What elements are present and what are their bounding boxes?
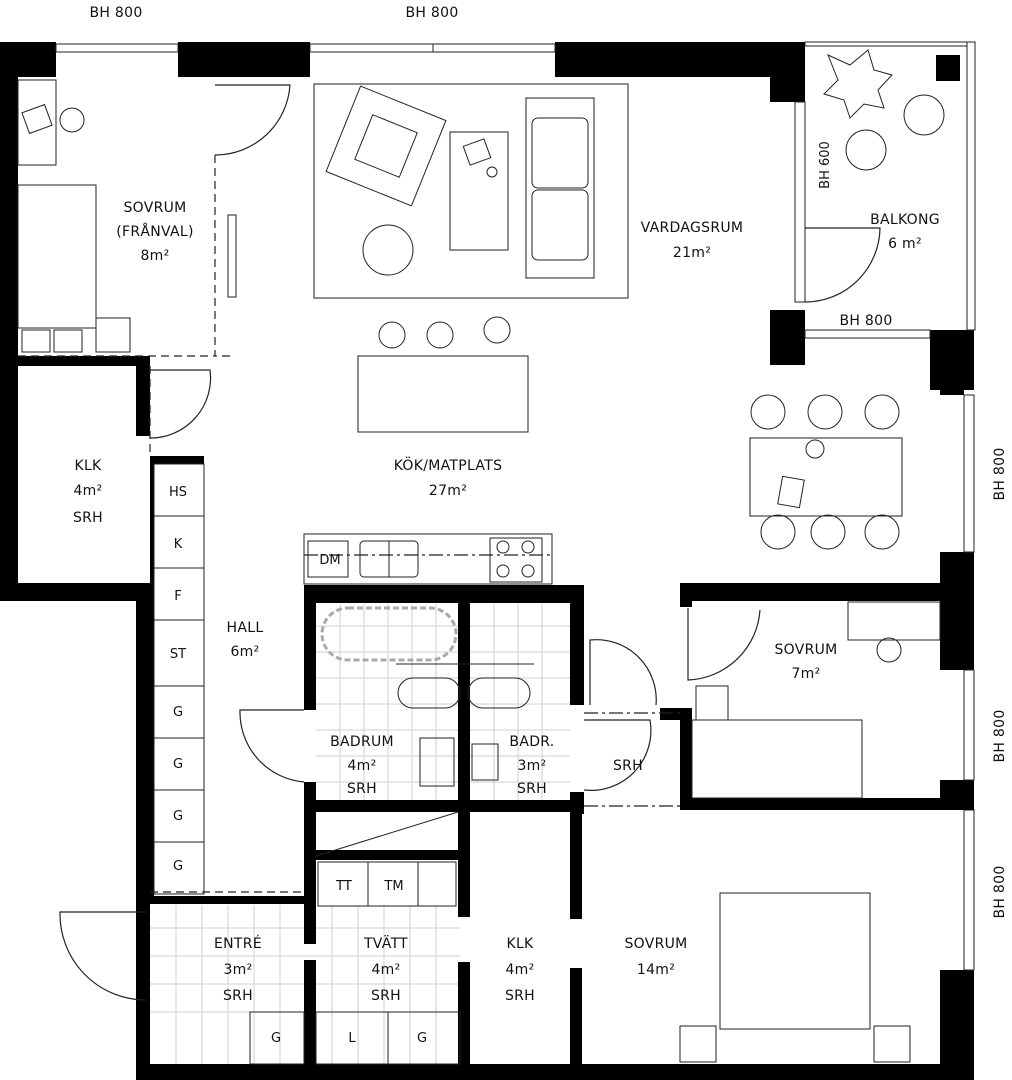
cabinet-label: K [174, 537, 183, 552]
room-kok-name: KÖK/MATPLATS [394, 456, 503, 474]
room-balkong-area: 6 m² [888, 236, 922, 252]
room-sovrum-franval-area: 8m² [140, 248, 169, 264]
room-srh-closet: SRH [613, 758, 643, 774]
room-sovrum-14-area: 14m² [637, 962, 675, 978]
room-tvatt-note: SRH [371, 988, 401, 1004]
room-tvatt-name: TVÄTT [363, 934, 408, 952]
bh-balcony: BH 800 [839, 313, 892, 329]
room-entre-area: 3m² [223, 962, 252, 978]
fixture-washer: TM [383, 879, 403, 894]
room-badr-note: SRH [517, 781, 547, 797]
room-klk-left-note: SRH [73, 510, 103, 526]
room-klk-lower-area: 4m² [505, 962, 534, 978]
room-entre-name: ENTRÉ [214, 935, 262, 952]
room-hall-area: 6m² [230, 644, 259, 660]
bh-right-1: BH 800 [992, 447, 1008, 500]
bh-right-3: BH 800 [992, 865, 1008, 918]
bottom-cabinet-label: G [417, 1031, 427, 1046]
cabinet-label: G [173, 705, 183, 720]
room-badrum-note: SRH [347, 781, 377, 797]
room-balkong-name: BALKONG [870, 212, 940, 228]
room-hall-name: HALL [227, 620, 264, 636]
furniture [17, 49, 945, 1065]
window-height-annotations: BH 800 BH 800 BH 600 BH 800 BH 800 BH 80… [89, 5, 1008, 919]
bh-balcony-vertical: BH 600 [818, 141, 833, 189]
cabinet-label: HS [169, 485, 187, 500]
cabinet-label: G [173, 859, 183, 874]
room-sovrum-14-name: SOVRUM [624, 936, 687, 952]
room-klk-left-area: 4m² [73, 483, 102, 499]
room-sovrum-franval-name: SOVRUM [123, 200, 186, 216]
room-badr-name: BADR. [509, 734, 554, 750]
room-badr-area: 3m² [517, 758, 546, 774]
bottom-cabinet-label: L [348, 1031, 356, 1046]
room-entre-note: SRH [223, 988, 253, 1004]
room-klk-left-name: KLK [74, 458, 102, 474]
cabinet-label: F [174, 589, 181, 604]
room-sovrum-7-name: SOVRUM [774, 642, 837, 658]
room-badrum-area: 4m² [347, 758, 376, 774]
fixture-dryer: TT [335, 879, 352, 894]
bh-top-mid: BH 800 [405, 5, 458, 21]
doors [18, 84, 881, 1001]
room-klk-lower-name: KLK [506, 936, 534, 952]
bottom-cabinet-label: G [271, 1031, 281, 1046]
cabinet-label: G [173, 757, 183, 772]
bh-right-2: BH 800 [992, 709, 1008, 762]
room-vardagsrum-name: VARDAGSRUM [641, 220, 744, 236]
cabinet-labels: HS K F ST G G G G DM TT TM G L G [169, 485, 427, 1046]
room-badrum-name: BADRUM [330, 734, 394, 750]
room-labels: SOVRUM (FRÅNVAL) 8m² VARDAGSRUM 21m² BAL… [73, 200, 940, 1004]
room-sovrum-7-area: 7m² [791, 666, 820, 682]
room-kok-area: 27m² [429, 483, 467, 499]
cabinet-label: G [173, 809, 183, 824]
cabinet-label: ST [170, 647, 186, 662]
room-sovrum-franval-sub: (FRÅNVAL) [116, 223, 194, 240]
room-tvatt-area: 4m² [371, 962, 400, 978]
room-vardagsrum-area: 21m² [673, 245, 711, 261]
walls [0, 41, 976, 1080]
fixture-dishwasher: DM [319, 553, 340, 568]
bh-top-left: BH 800 [89, 5, 142, 21]
room-klk-lower-note: SRH [505, 988, 535, 1004]
